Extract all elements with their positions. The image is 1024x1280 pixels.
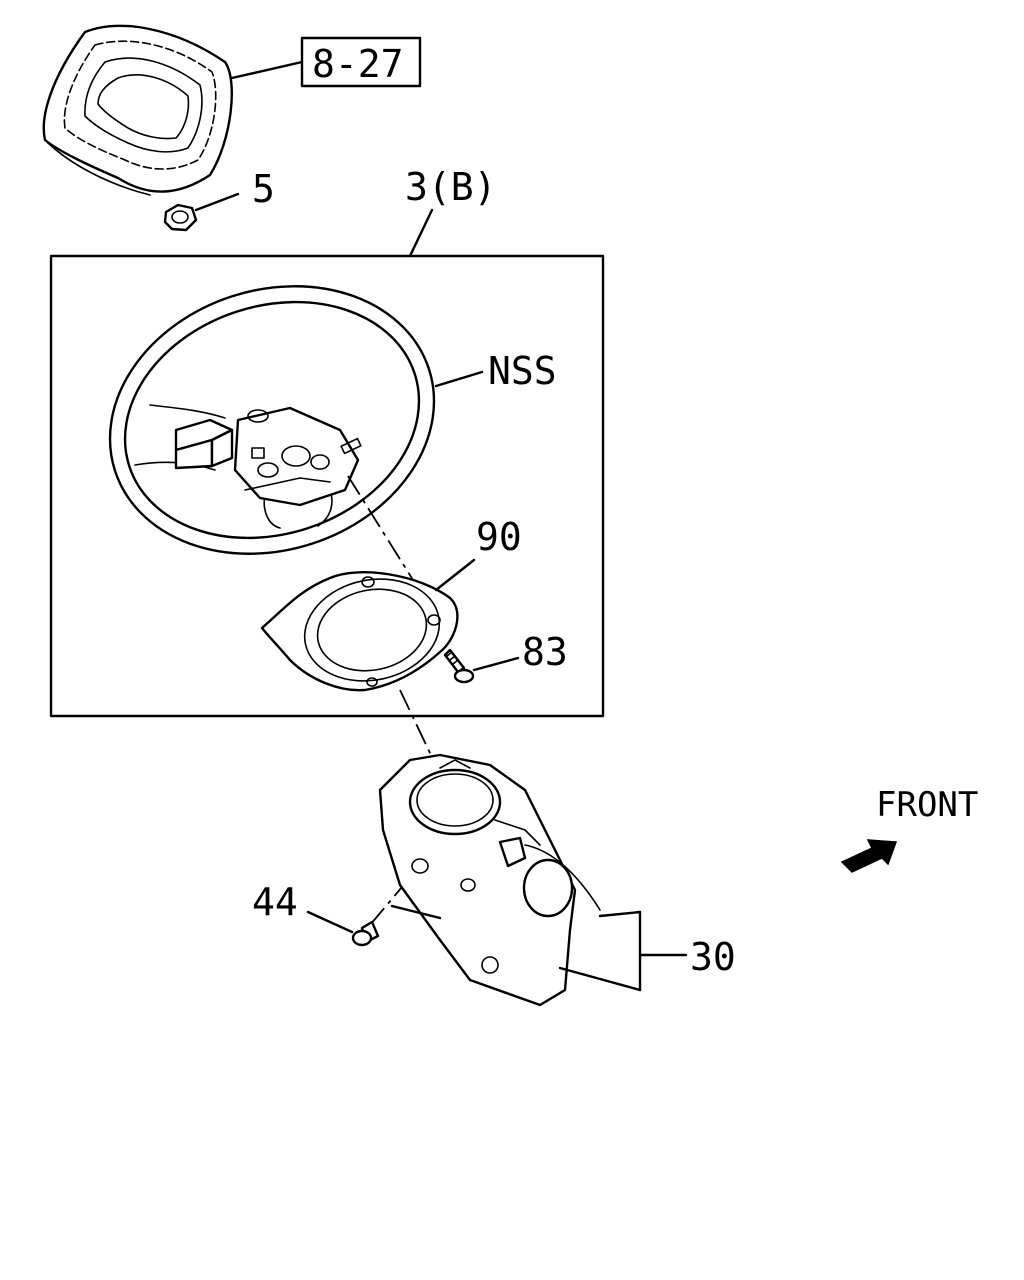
column-cover-part-30: 30	[378, 753, 736, 1007]
part-label-90: 90	[476, 515, 522, 559]
reference-label-8-27: 8-27	[312, 42, 404, 86]
front-label: FRONT	[876, 785, 978, 825]
part-label-3b: 3(B)	[405, 165, 497, 209]
front-indicator: FRONT	[840, 785, 978, 873]
part-label-44: 44	[252, 880, 298, 924]
nut-part-5: 5	[163, 167, 275, 232]
part-label-nss: NSS	[488, 349, 557, 393]
steering-wheel: NSS	[108, 285, 557, 555]
horn-pad-cover	[42, 24, 233, 196]
front-arrow-icon	[840, 839, 898, 873]
alignment-line-screw-1	[369, 867, 419, 926]
part-label-30: 30	[690, 935, 736, 979]
assembly-frame	[49, 254, 605, 718]
wheel-cover-part-90: 90	[260, 515, 522, 692]
part-label-83: 83	[522, 630, 568, 674]
screw-part-83: 83	[443, 630, 568, 684]
reference-callout-8-27: 8-27	[230, 36, 422, 88]
screw-part-44: 44	[252, 880, 442, 947]
assembly-callout-3b: 3(B)	[405, 165, 497, 258]
part-label-5: 5	[252, 167, 275, 211]
